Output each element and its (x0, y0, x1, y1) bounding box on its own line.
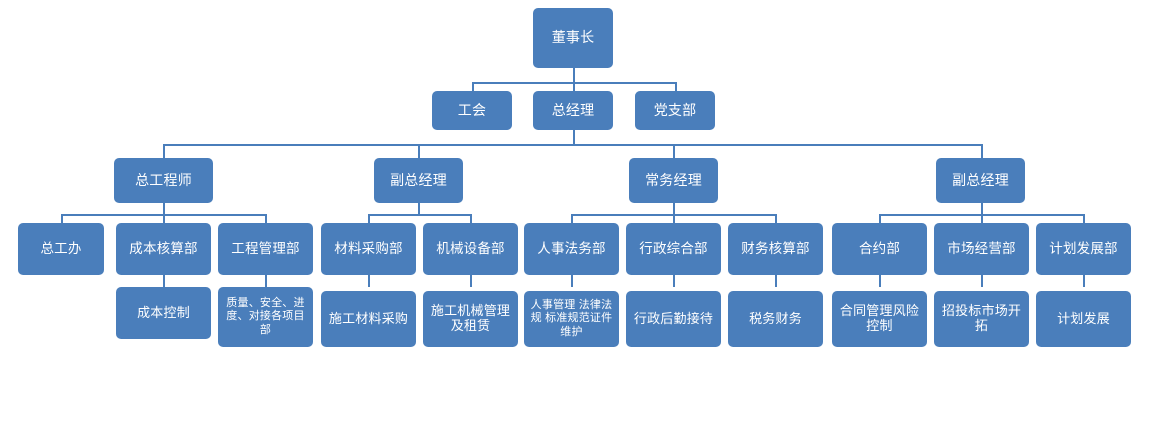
connector-ce-to-cost (163, 214, 165, 223)
connector-row2-gm (573, 82, 575, 91)
connector-market-to-bidding (981, 275, 983, 287)
connector-finance-to-tax (775, 275, 777, 287)
node-plan-development[interactable]: 计划发展 (1036, 291, 1131, 347)
connector-dl-to-machinery (470, 214, 472, 223)
node-material-purchase-dept[interactable]: 材料采购部 (321, 223, 416, 275)
node-finance-accounting-dept[interactable]: 财务核算部 (728, 223, 823, 275)
node-quality-safety-progress[interactable]: 质量、安全、进度、对接各项目部 (218, 287, 313, 347)
connector-cost-to-costcontrol (163, 275, 165, 287)
node-cost-control[interactable]: 成本控制 (116, 287, 211, 339)
connector-ex-to-finance (775, 214, 777, 223)
connector-material-to-cmp (368, 275, 370, 287)
connector-ce-to-office (61, 214, 63, 223)
connector-dl-to-material (368, 214, 370, 223)
connector-engmgmt-to-quality (265, 275, 267, 287)
node-construction-machinery-lease[interactable]: 施工机械管理及租赁 (423, 291, 518, 347)
connector-dr-to-plan (1083, 214, 1085, 223)
connector-gm-stem (573, 130, 575, 144)
connector-dr-to-market (981, 214, 983, 223)
connector-contract-to-risk (879, 275, 881, 287)
node-general-manager[interactable]: 总经理 (533, 91, 613, 130)
node-bidding-market-expansion[interactable]: 招投标市场开拓 (934, 291, 1029, 347)
connector-row3-chief-engineer (163, 144, 165, 158)
node-tax-finance[interactable]: 税务财务 (728, 291, 823, 347)
node-party-branch[interactable]: 党支部 (635, 91, 715, 130)
node-machinery-equipment-dept[interactable]: 机械设备部 (423, 223, 518, 275)
node-chief-engineer-office[interactable]: 总工办 (18, 223, 104, 275)
connector-deputy-right-stem (981, 203, 983, 214)
connector-chairman-stem (573, 68, 575, 82)
connector-row2-union (472, 82, 474, 91)
node-construction-material-purchase[interactable]: 施工材料采购 (321, 291, 416, 347)
connector-row3-deputy-left (418, 144, 420, 158)
node-hr-legal-detail[interactable]: 人事管理 法律法规 标准规范证件维护 (524, 291, 619, 347)
connector-executive-stem (673, 203, 675, 214)
connector-ce-to-engmgmt (265, 214, 267, 223)
connector-ex-to-hr (571, 214, 573, 223)
node-contract-risk-control[interactable]: 合同管理风险控制 (832, 291, 927, 347)
connector-dr-to-contract (879, 214, 881, 223)
connector-admin-to-logistics (673, 275, 675, 287)
connector-machinery-to-cml (470, 275, 472, 287)
node-engineering-mgmt-dept[interactable]: 工程管理部 (218, 223, 313, 275)
connector-chief-engineer-stem (163, 203, 165, 214)
connector-row3-executive (673, 144, 675, 158)
node-admin-general-dept[interactable]: 行政综合部 (626, 223, 721, 275)
connector-ex-to-admin (673, 214, 675, 223)
connector-deputy-left-bus (368, 214, 470, 216)
node-executive-manager[interactable]: 常务经理 (629, 158, 718, 203)
node-cost-accounting-dept[interactable]: 成本核算部 (116, 223, 211, 275)
connector-deputy-left-stem (418, 203, 420, 214)
node-plan-development-dept[interactable]: 计划发展部 (1036, 223, 1131, 275)
node-hr-legal-dept[interactable]: 人事法务部 (524, 223, 619, 275)
node-deputy-gm-right[interactable]: 副总经理 (936, 158, 1025, 203)
node-contract-dept[interactable]: 合约部 (832, 223, 927, 275)
node-chairman[interactable]: 董事长 (533, 8, 613, 68)
node-admin-logistics-reception[interactable]: 行政后勤接待 (626, 291, 721, 347)
node-market-operation-dept[interactable]: 市场经营部 (934, 223, 1029, 275)
connector-row2-party (675, 82, 677, 91)
node-union[interactable]: 工会 (432, 91, 512, 130)
connector-row3-deputy-right (981, 144, 983, 158)
connector-row3-bus (163, 144, 982, 146)
connector-hr-to-hrdetail (571, 275, 573, 287)
node-deputy-gm-left[interactable]: 副总经理 (374, 158, 463, 203)
node-chief-engineer[interactable]: 总工程师 (114, 158, 213, 203)
connector-plan-to-development (1083, 275, 1085, 287)
